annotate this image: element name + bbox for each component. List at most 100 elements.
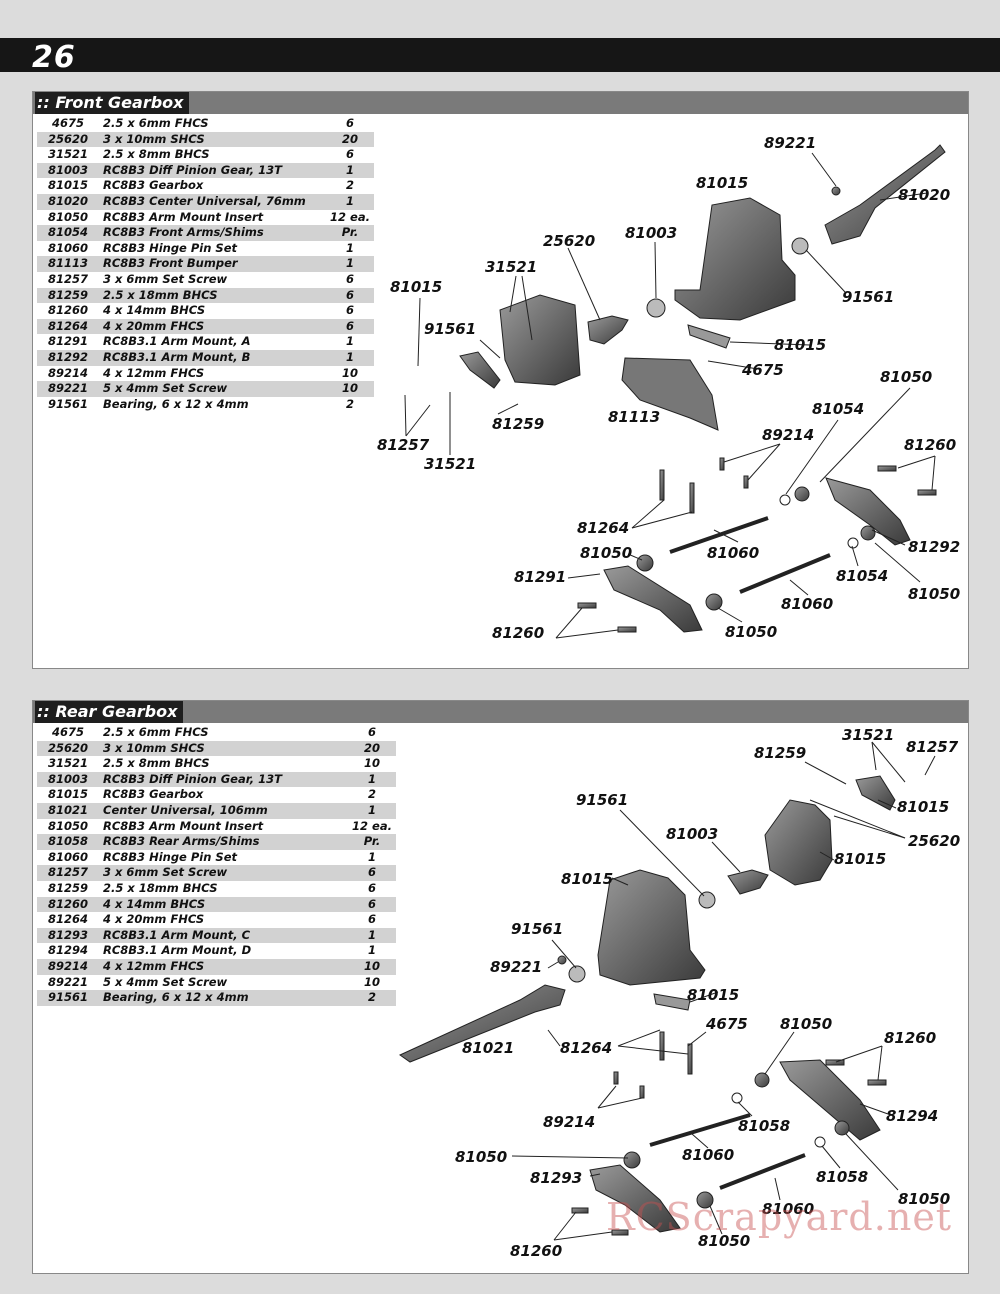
callout-label: 81050 bbox=[880, 368, 932, 386]
callout-label: 81260 bbox=[510, 1242, 562, 1260]
callout-label: 25620 bbox=[543, 232, 595, 250]
section-header-bar bbox=[33, 701, 968, 723]
arm-mount-c bbox=[589, 1164, 681, 1233]
screw bbox=[659, 1031, 665, 1061]
callout-label: 81015 bbox=[834, 850, 886, 868]
hinge-plate bbox=[653, 993, 691, 1011]
shim bbox=[779, 494, 791, 506]
callout-label: 81050 bbox=[698, 1232, 750, 1250]
callout-label: 81015 bbox=[774, 336, 826, 354]
part-qty: Pr. bbox=[348, 834, 396, 850]
callout-label: 81264 bbox=[560, 1039, 612, 1057]
center-universal bbox=[824, 144, 946, 245]
part-num: 25620 bbox=[37, 131, 99, 148]
part-desc: RC8B3 Arm Mount Insert bbox=[103, 818, 264, 833]
screw bbox=[877, 465, 897, 472]
part-qty: 1 bbox=[326, 256, 374, 272]
part-desc: RC8B3.1 Arm Mount, A bbox=[103, 334, 251, 349]
callout-label: 81259 bbox=[492, 415, 544, 433]
screw bbox=[577, 602, 597, 609]
part-desc: RC8B3.1 Arm Mount, C bbox=[99, 927, 348, 944]
part-qty: 1 bbox=[348, 771, 396, 788]
part-num: 81015 bbox=[47, 787, 88, 802]
part-qty: 6 bbox=[348, 865, 396, 881]
page-number: 26 bbox=[32, 40, 76, 75]
hinge-pin bbox=[719, 1153, 806, 1190]
part-qty: 1 bbox=[348, 802, 396, 819]
callout-label: 25620 bbox=[908, 832, 960, 850]
callout-label: 81259 bbox=[754, 744, 806, 762]
part-num: 81060 bbox=[47, 849, 88, 864]
part-qty: 2 bbox=[345, 178, 354, 193]
part-qty: 1 bbox=[326, 162, 374, 179]
part-desc: RC8B3 Gearbox bbox=[103, 787, 204, 802]
part-num: 81259 bbox=[47, 880, 88, 895]
screw bbox=[613, 1071, 619, 1085]
part-num: 25620 bbox=[37, 740, 99, 757]
callout-label: 81015 bbox=[390, 278, 442, 296]
part-num: 89221 bbox=[47, 974, 88, 989]
callout-label: 91561 bbox=[842, 288, 894, 306]
callout-label: 81294 bbox=[886, 1107, 938, 1125]
arm-mount-insert bbox=[705, 593, 723, 611]
part-num: 81003 bbox=[37, 771, 99, 788]
arm-mount bbox=[459, 351, 501, 389]
section-title-front: :: Front Gearbox bbox=[35, 92, 190, 114]
screw bbox=[867, 1079, 887, 1086]
part-desc: 2.5 x 6mm FHCS bbox=[103, 725, 209, 739]
gearbox-housing bbox=[597, 869, 706, 986]
arm-mount-insert bbox=[794, 486, 810, 502]
part-num: 81260 bbox=[37, 896, 99, 913]
callout-label: 89221 bbox=[764, 134, 816, 152]
part-desc: Center Universal, 106mm bbox=[99, 802, 348, 819]
part-desc: 2.5 x 8mm BHCS bbox=[103, 756, 210, 771]
part-qty: 6 bbox=[348, 896, 396, 913]
part-qty: 1 bbox=[367, 849, 376, 864]
part-qty: 10 bbox=[363, 756, 380, 771]
callout-label: 81260 bbox=[904, 436, 956, 454]
part-num: 81003 bbox=[37, 162, 99, 179]
callout-label: 81054 bbox=[812, 400, 864, 418]
part-num: 81292 bbox=[37, 349, 99, 366]
part-desc: Bearing, 6 x 12 x 4mm bbox=[99, 990, 348, 1006]
callout-label: 81015 bbox=[696, 174, 748, 192]
part-num: 81058 bbox=[37, 834, 99, 850]
part-qty: 10 bbox=[341, 365, 358, 380]
part-qty: 6 bbox=[367, 725, 376, 739]
callout-label: 81292 bbox=[908, 538, 960, 556]
part-desc: RC8B3 Center Universal, 76mm bbox=[99, 193, 326, 210]
part-qty: 6 bbox=[367, 880, 376, 895]
part-desc: 3 x 10mm SHCS bbox=[99, 131, 326, 148]
part-qty: 1 bbox=[326, 193, 374, 210]
part-desc: RC8B3 Arm Mount Insert bbox=[103, 209, 264, 224]
callout-label: 89221 bbox=[490, 958, 542, 976]
part-desc: 4 x 14mm BHCS bbox=[103, 303, 206, 318]
shim bbox=[814, 1136, 826, 1148]
part-desc: RC8B3.1 Arm Mount, D bbox=[103, 943, 252, 958]
callout-label: 81003 bbox=[666, 825, 718, 843]
callout-label: 91561 bbox=[511, 920, 563, 938]
callout-label: 81058 bbox=[816, 1168, 868, 1186]
front-bumper bbox=[621, 357, 719, 431]
arm-mount-b bbox=[825, 477, 911, 546]
callout-label: 81257 bbox=[906, 738, 959, 756]
part-num: 4675 bbox=[51, 116, 84, 130]
callout-label: 81015 bbox=[897, 798, 949, 816]
